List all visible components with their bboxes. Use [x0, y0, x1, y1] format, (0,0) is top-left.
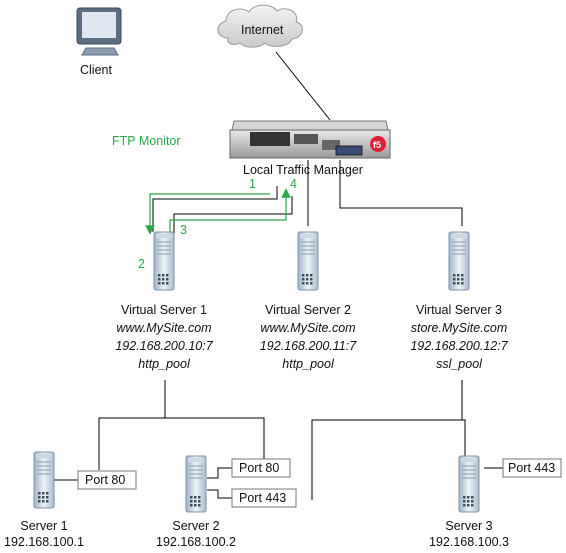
vs3-link [339, 160, 463, 226]
server-3-icon [458, 455, 480, 513]
ltm-appliance-icon: f5 [229, 120, 391, 159]
virtual-server-2-name: Virtual Server 2 [265, 303, 351, 317]
step-3-label: 3 [180, 223, 187, 237]
virtual-server-3-name: Virtual Server 3 [416, 303, 502, 317]
server2-port-443-label: Port 443 [239, 491, 286, 505]
virtual-server-3-address: 192.168.200.12:7 [410, 339, 508, 353]
step3-path [173, 196, 293, 238]
port-box: Port 80 [231, 458, 291, 478]
port-box: Port 443 [502, 458, 562, 478]
virtual-server-2-pool: http_pool [282, 357, 335, 371]
http-pool-bus [98, 417, 265, 470]
internet-link [275, 51, 331, 121]
ftp-monitor-flow: 1 2 3 4 [138, 177, 297, 271]
virtual-server-2-host: www.MySite.com [260, 321, 355, 335]
server-3-name: Server 3 [445, 519, 492, 533]
virtual-server-3-icon [448, 231, 470, 291]
server-1-icon [33, 451, 55, 509]
ltm-label: Local Traffic Manager [243, 163, 363, 177]
server-2-name: Server 2 [172, 519, 219, 533]
server2-port443-link [207, 489, 232, 499]
step1-path [152, 186, 278, 232]
client-label: Client [80, 63, 112, 77]
ssl-pool-bus [311, 419, 466, 500]
virtual-server-1-address: 192.168.200.10:7 [115, 339, 213, 353]
port-box: Port 80 [77, 470, 137, 490]
virtual-server-2-icon [297, 231, 319, 291]
svg-text:f5: f5 [373, 140, 381, 150]
step-4-label: 4 [290, 177, 297, 191]
server-2-ip: 192.168.100.2 [156, 535, 236, 549]
virtual-server-1-host: www.MySite.com [116, 321, 211, 335]
virtual-server-1-pool: http_pool [138, 357, 191, 371]
server-1-ip: 192.168.100.1 [4, 535, 84, 549]
server-2-icon [185, 455, 207, 513]
step-1-label: 1 [249, 177, 256, 191]
server3-port-443-label: Port 443 [508, 461, 555, 475]
server1-port-80-label: Port 80 [85, 473, 125, 487]
step1-arrow [145, 193, 270, 235]
internet-label: Internet [241, 23, 284, 37]
virtual-server-3-pool: ssl_pool [436, 357, 483, 371]
virtual-server-1-name: Virtual Server 1 [121, 303, 207, 317]
server2-port-80-label: Port 80 [239, 461, 279, 475]
virtual-server-3-host: store.MySite.com [411, 321, 508, 335]
step-2-label: 2 [138, 257, 145, 271]
virtual-server-2-address: 192.168.200.11:7 [260, 339, 357, 353]
server-3-ip: 192.168.100.3 [429, 535, 509, 549]
virtual-server-1-icon [153, 231, 175, 291]
ftp-monitor-label: FTP Monitor [112, 134, 181, 148]
step4-arrow [169, 188, 291, 238]
port-box: Port 443 [231, 488, 297, 508]
connection-lines [54, 51, 503, 500]
server-1-name: Server 1 [20, 519, 67, 533]
server2-port80-link [207, 467, 232, 479]
internet-cloud-icon [217, 4, 303, 48]
client-computer-icon [76, 7, 122, 56]
